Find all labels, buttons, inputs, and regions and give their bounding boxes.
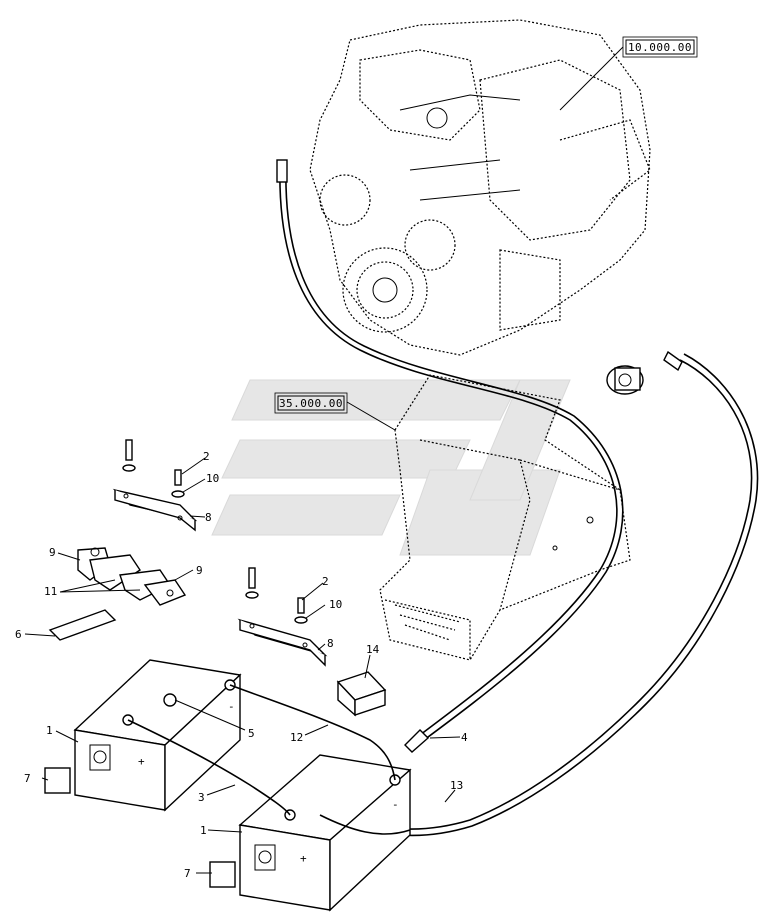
callout-10-lower: 10 xyxy=(329,598,342,611)
callout-5: 5 xyxy=(248,727,255,740)
callout-9-right: 9 xyxy=(196,564,203,577)
decal-6 xyxy=(48,609,117,641)
callout-8-lower: 8 xyxy=(327,637,334,650)
cable-13 xyxy=(337,350,759,837)
cable-3 xyxy=(127,684,411,835)
callout-7-upper: 7 xyxy=(24,772,31,785)
terminal-minus-lower: - xyxy=(392,798,399,811)
battery-lower xyxy=(238,754,412,912)
callout-11: 11 xyxy=(44,585,57,598)
battery-upper xyxy=(73,659,242,812)
callout-8-upper: 8 xyxy=(205,511,212,524)
engine-assembly xyxy=(309,19,651,356)
callout-1-upper: 1 xyxy=(46,724,53,737)
callout-numbers: 2 10 8 2 10 8 9 9 11 6 1 1 5 3 12 4 13 1… xyxy=(15,450,468,880)
callout-2-upper: 2 xyxy=(203,450,210,463)
callout-3: 3 xyxy=(198,791,205,804)
callout-2-lower: 2 xyxy=(322,575,329,588)
callout-12: 12 xyxy=(290,731,303,744)
callout-7-lower: 7 xyxy=(184,867,191,880)
bolt-and-washer-group-upper xyxy=(112,439,198,532)
battery-brackets xyxy=(77,547,187,606)
callout-4: 4 xyxy=(461,731,468,744)
callout-9-left: 9 xyxy=(49,546,56,559)
battery-box-reference-tag: 35.000.00 xyxy=(274,392,396,431)
callout-6: 6 xyxy=(15,628,22,641)
callout-leaders xyxy=(24,457,461,874)
terminal-minus-upper: - xyxy=(228,700,235,713)
decal-7-upper xyxy=(44,767,71,794)
battery-terminal-labels: + - + - xyxy=(138,700,399,865)
bolt-and-washer-group-lower xyxy=(237,567,328,667)
engine-reference-tag: 10.000.00 xyxy=(559,36,698,111)
callout-10-upper: 10 xyxy=(206,472,219,485)
master-switch xyxy=(606,365,644,395)
engine-reference-label: 10.000.00 xyxy=(628,41,692,54)
decal-7-lower xyxy=(209,861,236,888)
battery-box-reference-label: 35.000.00 xyxy=(279,397,343,410)
watermark-logo xyxy=(211,379,571,556)
callout-13: 13 xyxy=(450,779,463,792)
relay-14 xyxy=(336,671,387,717)
callout-1-lower: 1 xyxy=(200,824,207,837)
terminal-plus-upper: + xyxy=(138,755,145,768)
callout-14: 14 xyxy=(366,643,380,656)
cable-4-and-12 xyxy=(276,159,624,753)
terminal-plus-lower: + xyxy=(300,852,307,865)
